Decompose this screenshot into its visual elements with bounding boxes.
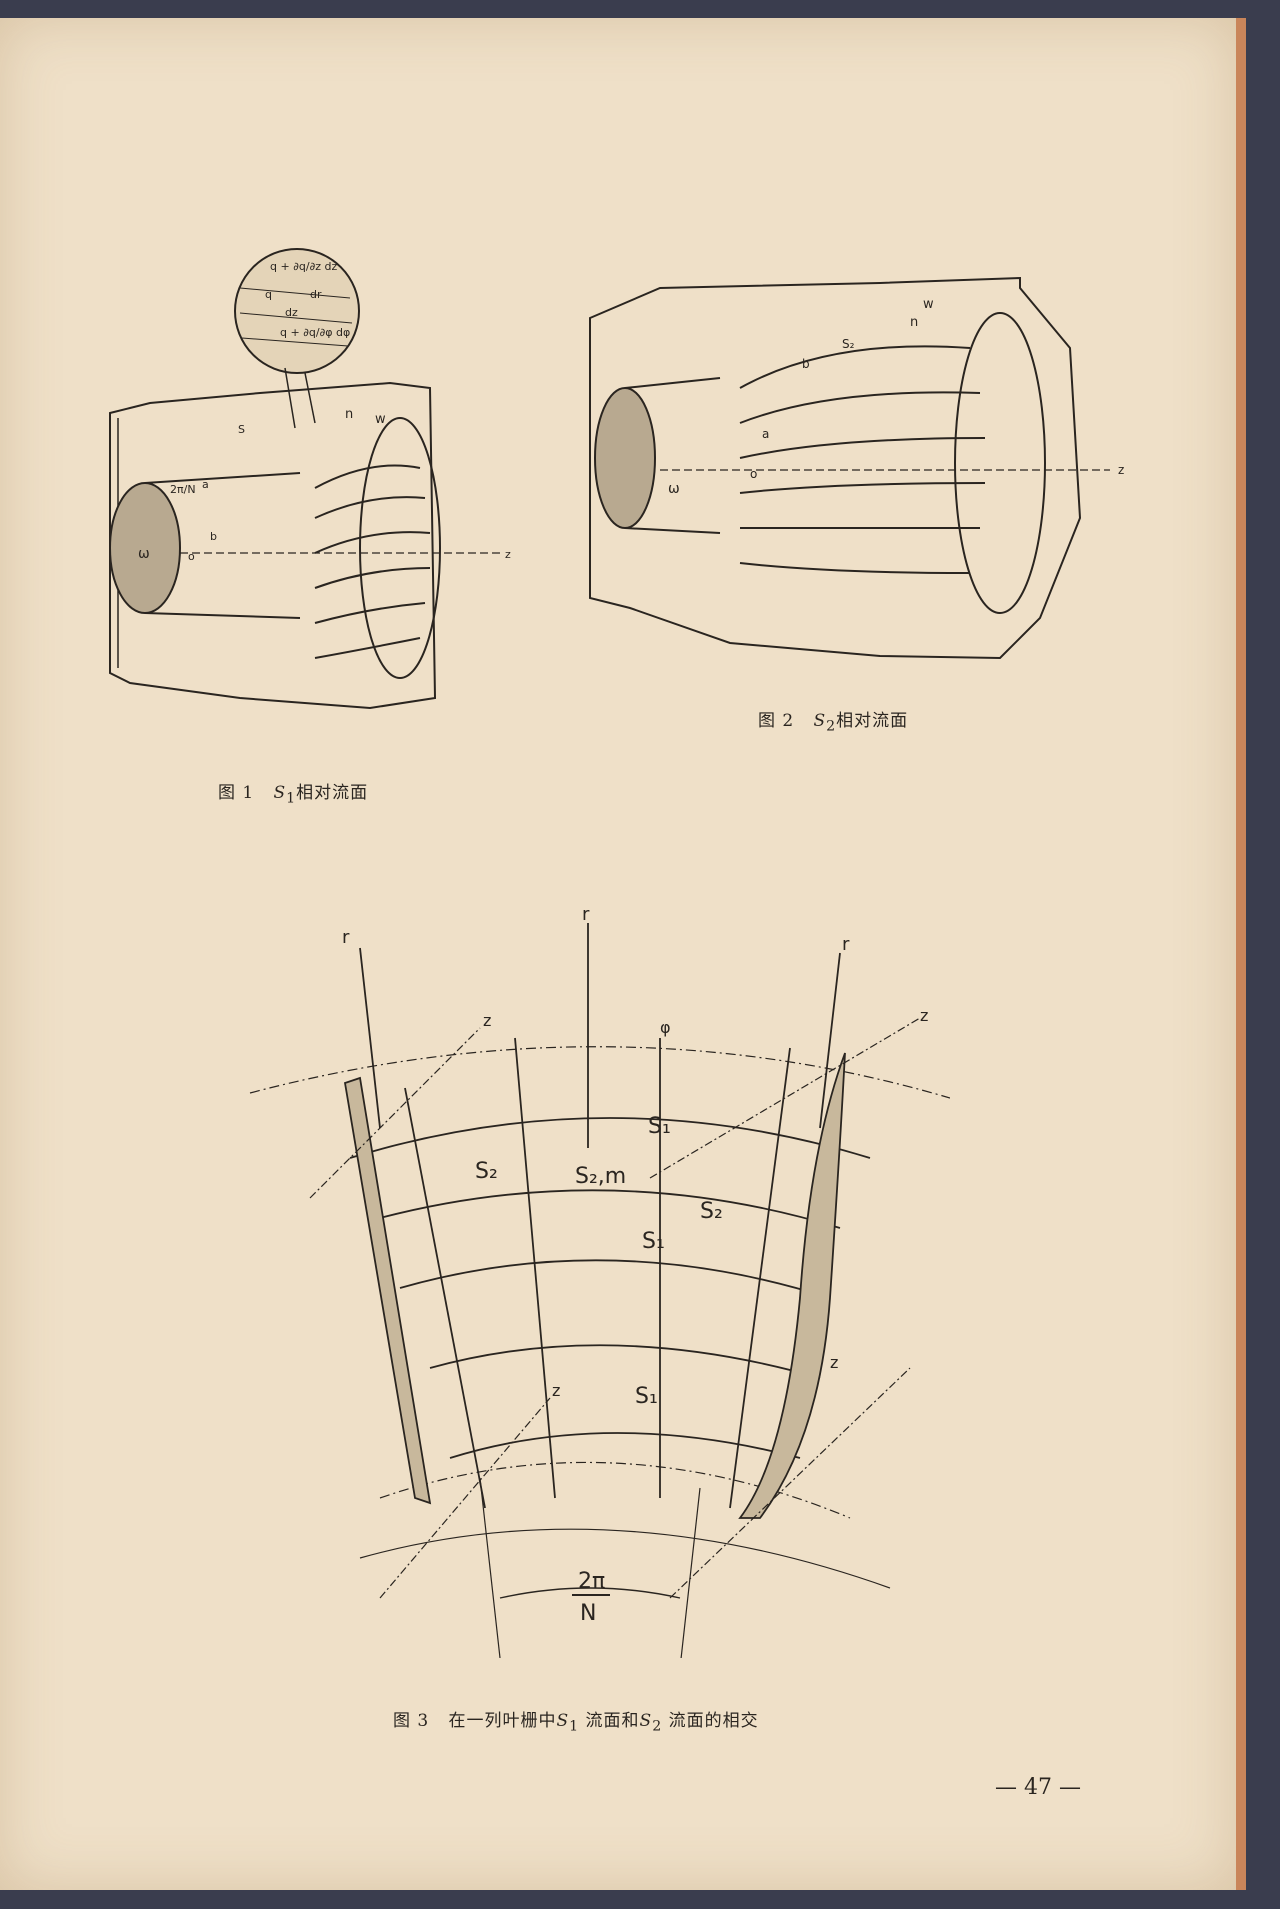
fig2-label-o: o — [750, 467, 757, 481]
fig3-label-two-pi: 2π — [578, 1569, 605, 1594]
fig3-label-r-middle: r — [582, 904, 590, 925]
fig2-label-n: n — [910, 315, 918, 330]
fig3-label-s2-right: S₂ — [700, 1199, 723, 1224]
fig2-label-z: z — [1118, 463, 1124, 477]
fig3-label-s1-bottom: S₁ — [635, 1384, 658, 1409]
figure-3-s1-s2-intersection: r r r z z z z φ S₁ S₁ S₁ S₂ S₂ S₂,m 2π N — [249, 904, 950, 1658]
fig1-label-q: q — [265, 288, 272, 301]
figure-1-caption: 图 1 S1相对流面 — [218, 783, 369, 807]
fig2-label-w: w — [923, 297, 934, 312]
figure-2-caption: 图 2 S2相对流面 — [758, 711, 909, 735]
paper-page: q + ∂q/∂z dz dr q dz q + ∂q/∂φ dφ 2π/N ω… — [0, 18, 1246, 1890]
fig1-label-dz: dz — [285, 306, 298, 319]
fig3-label-n: N — [580, 1601, 596, 1626]
fig1-label-dr: dr — [310, 288, 322, 301]
fig1-label-s: S — [238, 423, 245, 436]
figure-1-s1-relative-stream-surface: q + ∂q/∂z dz dr q dz q + ∂q/∂φ dφ 2π/N ω… — [109, 248, 511, 710]
fig1-label-b: b — [210, 530, 217, 543]
fig1-label-z: z — [505, 548, 511, 561]
fig3-label-s2m: S₂,m — [575, 1164, 626, 1189]
fig2-label-omega: ω — [668, 481, 680, 497]
fig3-label-s1-top: S₁ — [648, 1114, 671, 1139]
r-axis-left — [359, 947, 381, 1129]
figure-3-caption: 图 3 在一列叶栅中S1 流面和S2 流面的相交 — [393, 1711, 759, 1735]
fig3-label-z-4: z — [830, 1353, 838, 1372]
fig1-label-omega: ω — [138, 546, 150, 562]
fig1-label-a: a — [202, 478, 209, 491]
fig1-label-q-dz: q + ∂q/∂z dz — [270, 260, 338, 273]
fig3-label-s2-left: S₂ — [475, 1159, 498, 1184]
fig3-label-z-2: z — [920, 1006, 928, 1025]
figure-2-s2-relative-stream-surface: ω o a b z n w S₂ — [589, 276, 1124, 660]
fig2-label-s2: S₂ — [842, 337, 855, 351]
fig3-label-s1-mid: S₁ — [642, 1229, 665, 1254]
fig2-label-a: a — [762, 427, 769, 441]
fig3-label-z-3: z — [552, 1381, 560, 1400]
fig3-label-z-1: z — [483, 1011, 491, 1030]
fig3-label-r-right: r — [842, 934, 850, 955]
page-number: — 47 — — [995, 1775, 1081, 1800]
fig3-label-phi: φ — [660, 1018, 671, 1037]
fig1-label-w: w — [375, 412, 386, 427]
fig1-label-q-phi: q + ∂q/∂φ dφ — [280, 326, 350, 339]
fig1-label-two-pi-n: 2π/N — [170, 483, 196, 496]
fig1-label-n: n — [345, 407, 353, 422]
fig3-label-r-left: r — [342, 927, 350, 948]
fig1-label-o: o — [188, 550, 195, 563]
fig2-label-b: b — [802, 357, 810, 371]
